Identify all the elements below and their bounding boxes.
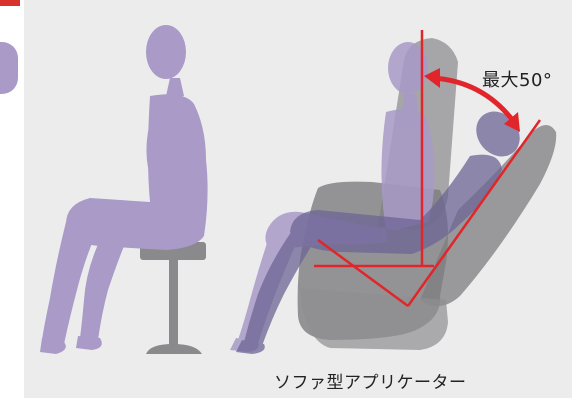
angle-guide (314, 30, 542, 308)
max-angle-label: 最大50° (482, 70, 553, 91)
product-caption: ソファ型アプリケーター (274, 373, 467, 393)
angle-arrow-icon (424, 68, 520, 132)
side-badge-icon (0, 42, 18, 94)
seated-person-icon (40, 25, 208, 354)
stool-icon (140, 242, 206, 354)
corner-accent-mark (0, 0, 20, 6)
